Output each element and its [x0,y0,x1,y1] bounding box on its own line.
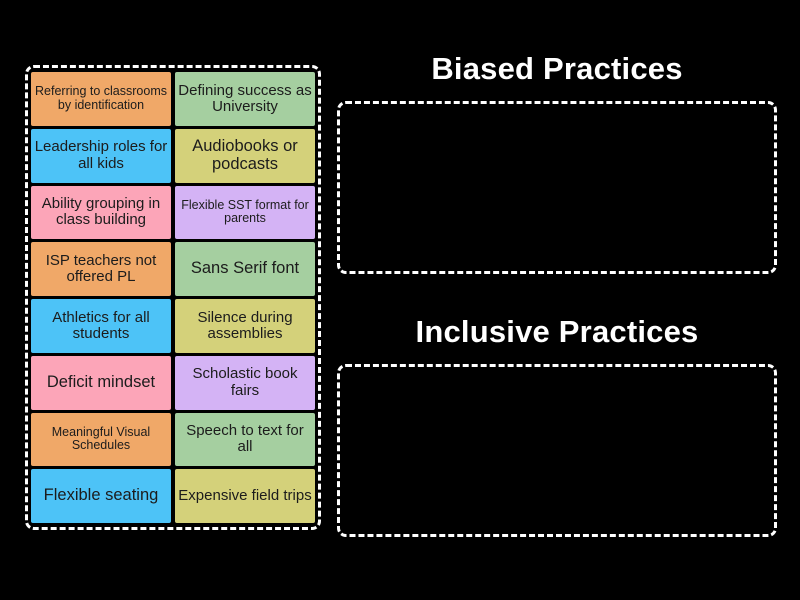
draggable-tile[interactable]: Expensive field trips [175,469,315,523]
draggable-tile[interactable]: Flexible SST format for parents [175,185,315,240]
drop-zone-biased-practices[interactable] [337,101,777,275]
tile-grid: Referring to classrooms by identificatio… [31,72,315,523]
category-biased-practices: Biased Practices [337,50,777,275]
draggable-tile[interactable]: Referring to classrooms by identificatio… [31,72,171,126]
category-title-biased: Biased Practices [431,51,683,86]
category-title-inclusive: Inclusive Practices [415,314,699,349]
draggable-tiles-tray[interactable]: Referring to classrooms by identificatio… [25,65,321,530]
draggable-tile[interactable]: Audiobooks or podcasts [175,128,315,183]
draggable-tile[interactable]: Silence during assemblies [175,299,315,353]
draggable-tile[interactable]: ISP teachers not offered PL [31,242,171,296]
draggable-tile[interactable]: Flexible seating [31,469,171,523]
draggable-tile[interactable]: Leadership roles for all kids [31,128,171,183]
draggable-tile[interactable]: Ability grouping in class building [31,185,171,240]
draggable-tile[interactable]: Sans Serif font [175,242,315,296]
draggable-tile[interactable]: Athletics for all students [31,299,171,353]
category-inclusive-practices: Inclusive Practices [337,313,777,538]
draggable-tile[interactable]: Scholastic book fairs [175,355,315,410]
draggable-tile[interactable]: Meaningful Visual Schedules [31,412,171,467]
draggable-tile[interactable]: Deficit mindset [31,355,171,410]
drop-zone-inclusive-practices[interactable] [337,364,777,538]
draggable-tile[interactable]: Speech to text for all [175,412,315,467]
draggable-tile[interactable]: Defining success as University [175,72,315,126]
